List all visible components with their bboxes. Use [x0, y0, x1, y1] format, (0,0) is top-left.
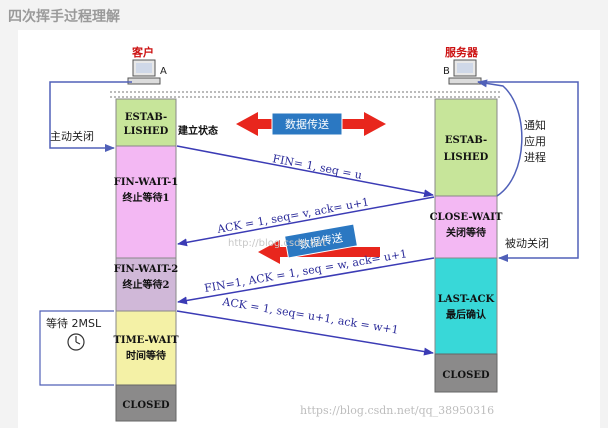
server-last-ack-box: [434, 257, 498, 355]
notify-app-connector: [477, 79, 523, 197]
client-time-wait-line1: TIME-WAIT: [113, 335, 179, 346]
server-close-wait-box: [434, 195, 498, 259]
client-fin-wait-2-line2: 终止等待2: [123, 278, 170, 291]
server-last-ack-line2: 最后确认: [446, 308, 487, 321]
server-established-box: [434, 98, 498, 197]
passive-close-label: 被动关闭: [505, 236, 549, 250]
wait-2msl-label: 等待 2MSL: [46, 316, 102, 330]
server-close-wait-line1: CLOSE-WAIT: [430, 212, 503, 223]
client-established-line1: ESTAB-: [125, 112, 167, 123]
notify-app-line3: 进程: [524, 151, 546, 164]
client-time-wait-box: [115, 310, 177, 386]
fin1-arrow: [176, 145, 434, 198]
client-fin-wait-2-line1: FIN-WAIT-2: [114, 264, 178, 275]
client-established-box: [115, 98, 177, 147]
server-established-line1: ESTAB-: [445, 135, 487, 146]
data-transfer-label-1: 数据传送: [285, 117, 329, 131]
passive-close-connector: [478, 81, 579, 262]
data-transfer-box-1: [271, 112, 343, 136]
client-closed-box: [115, 384, 177, 422]
ack2-arrow: [176, 310, 434, 356]
wait-2msl-bracket: [39, 310, 114, 386]
notify-app-line2: 应用: [524, 134, 546, 148]
client-fin-wait-1-box: [115, 145, 177, 259]
client-computer-icon: [127, 59, 161, 85]
server-computer-icon: [448, 59, 482, 85]
server-closed-box: [434, 353, 498, 393]
active-close-label: 主动关闭: [50, 129, 94, 143]
server-label: 服务器: [445, 45, 479, 59]
server-established-line2: LISHED: [444, 152, 489, 163]
fin2-arrow: [177, 257, 435, 305]
ack1-arrow: [177, 196, 435, 247]
diagram-background: [18, 30, 600, 428]
server-close-wait-line2: 关闭等待: [446, 226, 486, 239]
client-established-note: 建立状态: [177, 124, 218, 137]
server-closed-label: CLOSED: [442, 370, 490, 381]
server-letter: B: [443, 66, 450, 77]
client-closed-label: CLOSED: [122, 400, 170, 411]
notify-app-line1: 通知: [524, 118, 546, 132]
data-transfer-box-2: [284, 223, 358, 259]
client-time-wait-line2: 时间等待: [126, 349, 166, 362]
client-fin-wait-1-line2: 终止等待1: [123, 191, 170, 204]
watermark-mid: http://blog.csdn.net: [228, 238, 326, 249]
client-fin-wait-1-line1: FIN-WAIT-1: [114, 177, 178, 188]
client-established-line2: LISHED: [124, 126, 169, 137]
page-title: 四次挥手过程理解: [8, 8, 120, 25]
watermark: https://blog.csdn.net/qq_38950316: [300, 404, 494, 417]
client-letter: A: [160, 66, 167, 77]
server-last-ack-line1: LAST-ACK: [438, 294, 495, 305]
client-label: 客户: [131, 45, 154, 59]
active-close-connector: [49, 81, 132, 152]
clock-icon: [67, 333, 85, 351]
